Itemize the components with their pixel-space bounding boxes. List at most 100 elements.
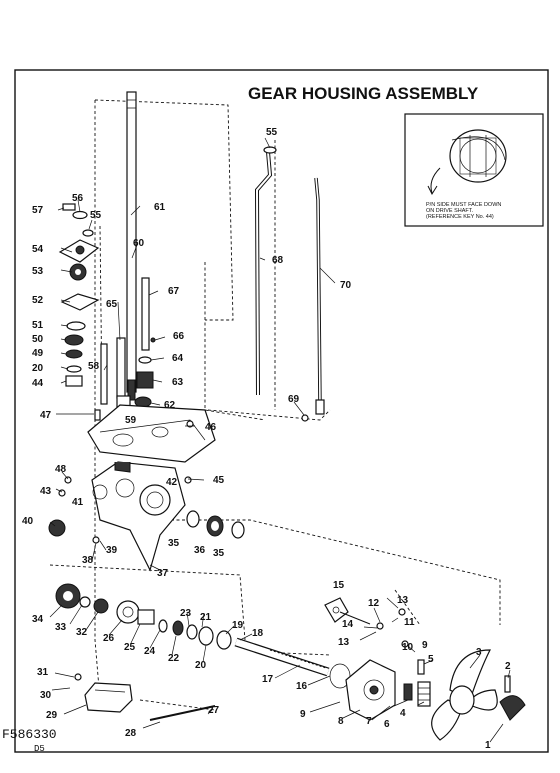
callout-16: 16: [296, 681, 308, 692]
propeller: [431, 649, 526, 741]
callout-69: 69: [288, 394, 300, 405]
callout-12: 12: [368, 598, 380, 609]
washer-64: [138, 356, 152, 364]
callout-59: 59: [125, 415, 137, 426]
pin-58: [100, 343, 108, 405]
inset-note-line-1: P/N SIDE MUST FACE DOWN: [426, 202, 501, 208]
callout-5: 5: [428, 654, 434, 665]
callout-67: 67: [168, 286, 180, 297]
callout-27: 27: [208, 705, 220, 716]
bearing-carrier: [345, 640, 431, 721]
washer-35-a: [186, 510, 200, 528]
callout-34: 34: [32, 614, 44, 625]
callout-57: 57: [32, 205, 44, 216]
bearing-inset: P/N SIDE MUST FACE DOWN ON DRIVE SHAFT. …: [404, 113, 544, 227]
assembly-leader-lines: [49, 99, 501, 711]
callout-28: 28: [125, 728, 137, 739]
callout-14: 14: [342, 619, 354, 630]
callout-37: 37: [157, 568, 169, 579]
callout-15: 15: [333, 580, 345, 591]
callout-52: 52: [32, 295, 44, 306]
gear-housing-plate: [87, 404, 216, 484]
callout-35-a: 35: [168, 538, 180, 549]
callout-50: 50: [32, 334, 44, 345]
callout-66: 66: [173, 331, 185, 342]
shift-lever-assembly: [324, 597, 406, 630]
callout-leaders: [49, 137, 511, 743]
callout-39: 39: [106, 545, 118, 556]
callout-11: 11: [404, 617, 415, 628]
callout-60: 60: [133, 238, 145, 249]
callout-64: 64: [172, 353, 184, 364]
callout-55: 55: [266, 127, 278, 138]
callout-54: 54: [32, 244, 44, 255]
callout-13-lower: 13: [338, 637, 350, 648]
callout-6: 6: [384, 719, 390, 730]
callout-9-lower: 9: [300, 709, 306, 720]
callout-1: 1: [485, 740, 491, 751]
callout-10: 10: [402, 642, 414, 653]
drawing-subcode: D5: [34, 744, 45, 754]
callout-30: 30: [40, 690, 52, 701]
lower-gear-housing: [91, 461, 186, 572]
propshaft-assembly: [55, 583, 351, 689]
callout-9-upper: 9: [422, 640, 428, 651]
callout-56: 56: [72, 193, 84, 204]
spacer-tube: [116, 337, 126, 399]
callout-20-lower: 20: [195, 660, 207, 671]
washer-35-b: [231, 521, 245, 539]
callout-19: 19: [232, 620, 244, 631]
drawing-code: F586330: [2, 727, 57, 742]
callout-65: 65: [106, 299, 118, 310]
callout-labels: 55 61 60 68 67 70 65 66 64 58 63 62 59 6…: [22, 127, 511, 751]
water-pump-stack: [58, 203, 101, 421]
callout-45: 45: [213, 475, 225, 486]
callout-23: 23: [180, 608, 192, 619]
callout-49: 49: [32, 348, 44, 359]
callout-4: 4: [400, 708, 406, 719]
callout-24: 24: [144, 646, 156, 657]
callout-17: 17: [262, 674, 274, 685]
callout-55-left: 55: [90, 210, 102, 221]
callout-26: 26: [103, 633, 115, 644]
callout-70: 70: [340, 280, 352, 291]
diagram-frame: [14, 69, 549, 753]
o-ring-55-upper: [263, 146, 277, 154]
shift-rod-upper: [141, 277, 150, 351]
callout-2: 2: [505, 661, 511, 672]
callout-61: 61: [154, 202, 166, 213]
callout-36: 36: [194, 545, 206, 556]
callout-18: 18: [252, 628, 264, 639]
driveshaft: [126, 91, 137, 401]
callout-40: 40: [22, 516, 34, 527]
callout-32: 32: [76, 627, 88, 638]
callout-8: 8: [338, 716, 344, 727]
callout-13-upper: 13: [397, 595, 409, 606]
gear-40: [48, 519, 66, 537]
callout-21: 21: [200, 612, 212, 623]
callout-3: 3: [476, 647, 482, 658]
callout-20-upper: 20: [32, 363, 44, 374]
callout-48: 48: [55, 464, 67, 475]
callout-42: 42: [166, 477, 178, 488]
callout-31: 31: [37, 667, 49, 678]
callout-44: 44: [32, 378, 44, 389]
callout-62: 62: [164, 400, 176, 411]
screw-69: [301, 414, 309, 422]
callout-51: 51: [32, 320, 44, 331]
spring-63: [136, 371, 154, 389]
callout-33: 33: [55, 622, 67, 633]
callout-41: 41: [72, 497, 84, 508]
callout-22: 22: [168, 653, 180, 664]
diagram-title: GEAR HOUSING ASSEMBLY: [248, 84, 479, 103]
callout-53: 53: [32, 266, 44, 277]
inset-note-line-3: (REFERENCE KEY No. 44): [426, 214, 494, 220]
callout-46: 46: [205, 422, 217, 433]
lower-unit-bracket: [74, 673, 216, 721]
callout-68: 68: [272, 255, 284, 266]
callout-7: 7: [366, 716, 372, 727]
callout-25: 25: [124, 642, 136, 653]
callout-63: 63: [172, 377, 184, 388]
